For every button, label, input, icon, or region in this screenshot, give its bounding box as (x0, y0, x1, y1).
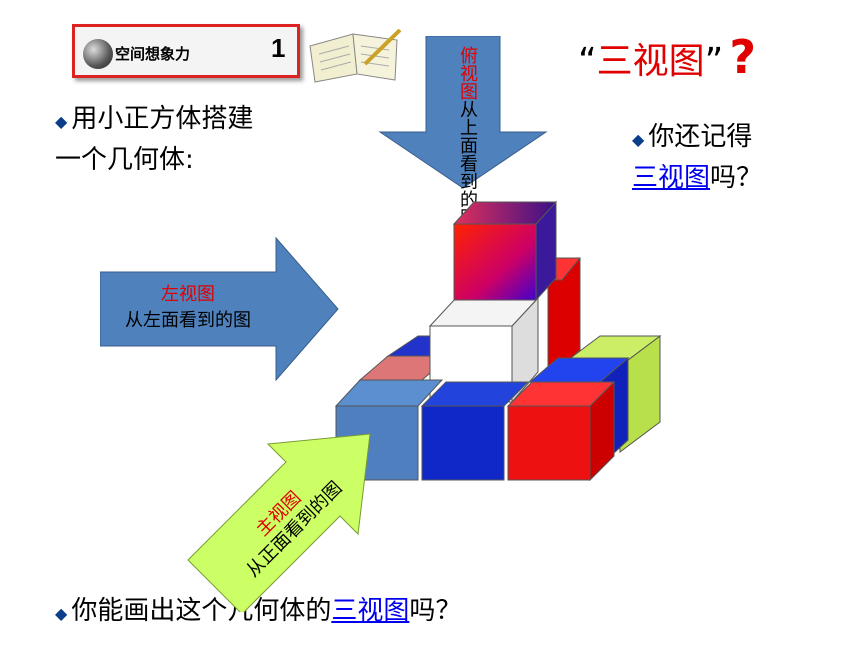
globe-icon (83, 39, 113, 69)
left-view-desc: 从左面看到的图 (125, 310, 251, 331)
question-mark: ? (729, 30, 757, 84)
section-badge: 空间想象力 1 (72, 24, 300, 78)
reminder-line1: 你还记得 (648, 122, 753, 152)
title-close-quote: ” (704, 41, 724, 82)
diamond-bullet-icon: ◆ (632, 130, 645, 149)
top-view-name: 俯视图 (457, 46, 478, 100)
top-view-desc: 从上面看到的图 (457, 100, 478, 226)
three-views-link-bottom[interactable]: 三视图 (331, 596, 410, 626)
top-view-arrow (378, 36, 548, 189)
left-view-arrow (100, 236, 339, 382)
reminder-suffix: 吗？ (710, 163, 763, 193)
page-title: “三视图”? (578, 30, 756, 84)
intro-text: ◆用小正方体搭建 一个几何体: (55, 100, 253, 179)
question-text: ◆你能画出这个几何体的三视图吗？ (55, 592, 461, 633)
badge-number: 1 (271, 33, 286, 63)
top-view-labels: 俯视图从上面看到的图 (456, 46, 478, 226)
diamond-bullet-icon: ◆ (55, 112, 68, 131)
question-prefix: 你能画出这个几何体的 (71, 596, 332, 626)
title-open-quote: “ (578, 41, 597, 82)
badge-label: 空间想象力 (115, 45, 191, 63)
front-view-arrow (187, 433, 371, 612)
intro-line2: 一个几何体: (55, 145, 194, 175)
book-icon (309, 28, 402, 83)
reminder-text: ◆你还记得 三视图吗？ (632, 118, 762, 197)
intro-line1: 用小正方体搭建 (71, 104, 254, 134)
left-view-labels: 左视图 从左面看到的图 (100, 282, 276, 334)
title-text: 三视图 (596, 41, 705, 82)
three-views-link[interactable]: 三视图 (632, 163, 711, 193)
left-view-name: 左视图 (161, 284, 215, 305)
diamond-bullet-icon: ◆ (55, 604, 68, 623)
cube-structure (334, 200, 662, 482)
question-suffix: 吗？ (409, 596, 462, 626)
